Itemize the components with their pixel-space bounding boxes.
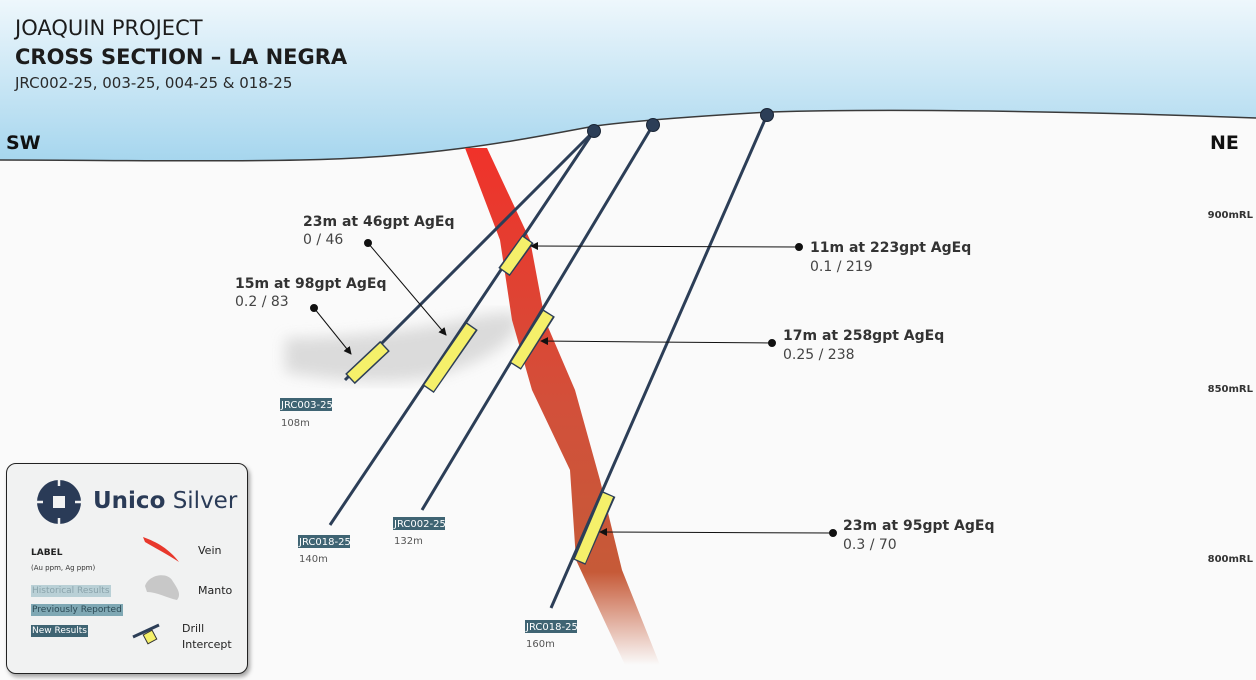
- svg-text:140m: 140m: [299, 554, 328, 565]
- intercept-17m: [511, 311, 553, 368]
- svg-text:132m: 132m: [394, 536, 423, 547]
- svg-text:108m: 108m: [281, 418, 310, 429]
- legend-label-heading: LABEL: [31, 548, 63, 558]
- direction-sw: SW: [6, 132, 41, 154]
- legend-panel: Unico Silver LABEL (Au ppm, Ag ppm) Hist…: [6, 463, 248, 674]
- annotation-title: 23m at 95gpt AgEq: [843, 518, 995, 534]
- unico-logo-icon: [37, 480, 81, 524]
- drill-trace-jrc003: [343, 129, 596, 382]
- elevation-850: 850mRL: [1208, 384, 1254, 395]
- annotation-arrow: [540, 337, 773, 346]
- intercept-15m: [347, 342, 388, 383]
- drill-holes: [328, 114, 769, 609]
- annotation-arrow: [367, 242, 447, 336]
- annotation-values: 0.3 / 70: [843, 537, 897, 553]
- intercept-23m-46: [424, 323, 476, 392]
- svg-text:JRC018-25: JRC018-25: [298, 537, 351, 548]
- drill-trace-jrc018-160: [549, 114, 769, 609]
- hole-label-jrc002: JRC002-25 132m: [393, 517, 446, 547]
- annotation-arrow: [599, 528, 834, 537]
- legend-manto-label: Manto: [198, 584, 233, 597]
- annotation-title: 17m at 258gpt AgEq: [783, 328, 944, 344]
- annotation-title: 23m at 46gpt AgEq: [303, 214, 455, 230]
- collar-marker: [760, 108, 774, 122]
- annotation-arrow: [530, 242, 800, 251]
- annotation-values: 0.25 / 238: [783, 347, 855, 363]
- elevation-900: 900mRL: [1208, 210, 1254, 221]
- annotation-values: 0 / 46: [303, 232, 343, 248]
- elevation-800: 800mRL: [1208, 554, 1254, 565]
- manto-swatch-icon: [145, 575, 180, 600]
- svg-text:160m: 160m: [526, 639, 555, 650]
- section-title: CROSS SECTION – LA NEGRA: [15, 45, 348, 69]
- hole-label-jrc003: JRC003-25 108m: [280, 398, 333, 429]
- sky-area: [0, 0, 1256, 161]
- collar-marker: [646, 118, 660, 132]
- collar-marker: [587, 124, 601, 138]
- annotation-values: 0.1 / 219: [810, 259, 873, 275]
- drill-swatch-icon: [132, 623, 160, 639]
- hole-label-jrc018-160: JRC018-25 160m: [525, 620, 578, 650]
- drill-trace-jrc018-140: [328, 130, 596, 526]
- vein-body: [465, 148, 660, 665]
- drill-trace-jrc002: [420, 124, 655, 511]
- project-title: JOAQUIN PROJECT: [13, 16, 203, 40]
- legend-previous-tag: Previously Reported: [31, 604, 123, 616]
- intercept-swatch-icon: [142, 629, 158, 645]
- intercept-11m: [500, 236, 532, 275]
- vein-swatch-icon: [143, 537, 179, 562]
- svg-text:JRC002-25: JRC002-25: [393, 519, 446, 530]
- legend-vein-label: Vein: [198, 544, 222, 557]
- annotation-arrow: [313, 307, 352, 355]
- annotation-title: 11m at 223gpt AgEq: [810, 240, 971, 256]
- annotation-values: 0.2 / 83: [235, 294, 289, 310]
- legend-historical-tag: Historical Results: [31, 585, 111, 597]
- hole-label-jrc018-140: JRC018-25 140m: [298, 535, 351, 565]
- annotation-title: 15m at 98gpt AgEq: [235, 276, 387, 292]
- svg-text:JRC018-25: JRC018-25: [525, 622, 578, 633]
- legend-units: (Au ppm, Ag ppm): [31, 564, 96, 572]
- svg-text:JRC003-25: JRC003-25: [280, 400, 333, 411]
- intercept-23m-95: [574, 492, 614, 564]
- logo-wordmark: Unico Silver: [93, 488, 238, 514]
- direction-ne: NE: [1210, 132, 1239, 154]
- intercepts: [345, 234, 616, 565]
- holes-subtitle: JRC002-25, 003-25, 004-25 & 018-25: [14, 74, 292, 92]
- legend-new-tag: New Results: [31, 625, 88, 637]
